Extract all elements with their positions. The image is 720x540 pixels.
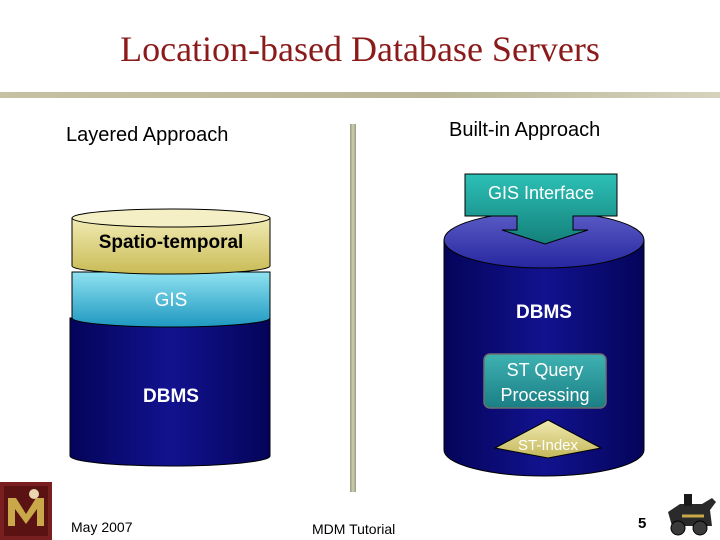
center-divider bbox=[350, 124, 356, 492]
st-query-processing-box bbox=[483, 353, 607, 409]
st-index-shape bbox=[493, 419, 603, 459]
st-index-label: ST-Index bbox=[517, 437, 579, 454]
built-in-approach-heading: Built-in Approach bbox=[449, 119, 601, 141]
slide-title: Location-based Database Servers bbox=[120, 29, 600, 69]
st-query-label-line1: ST Query bbox=[506, 360, 584, 380]
footer-date: May 2007 bbox=[71, 519, 133, 535]
title-rule bbox=[0, 92, 720, 98]
right-logo bbox=[662, 482, 720, 540]
left-logo bbox=[0, 482, 52, 540]
left-dbms-label: DBMS bbox=[143, 386, 199, 407]
st-query-label-line2: Processing bbox=[500, 385, 590, 405]
footer-center-text: MDM Tutorial bbox=[312, 521, 396, 537]
gis-interface-arrow bbox=[464, 173, 618, 245]
gis-interface-label: GIS Interface bbox=[487, 183, 595, 203]
right-dbms-label: DBMS bbox=[516, 302, 572, 323]
left-spatio-temporal-layer bbox=[71, 208, 271, 275]
gis-label: GIS bbox=[154, 290, 188, 311]
spatio-temporal-label: Spatio-temporal bbox=[98, 232, 244, 253]
left-gis-layer bbox=[71, 271, 271, 328]
page-number: 5 bbox=[638, 515, 647, 532]
layered-approach-heading: Layered Approach bbox=[66, 124, 229, 146]
left-dbms-cylinder bbox=[69, 317, 271, 467]
